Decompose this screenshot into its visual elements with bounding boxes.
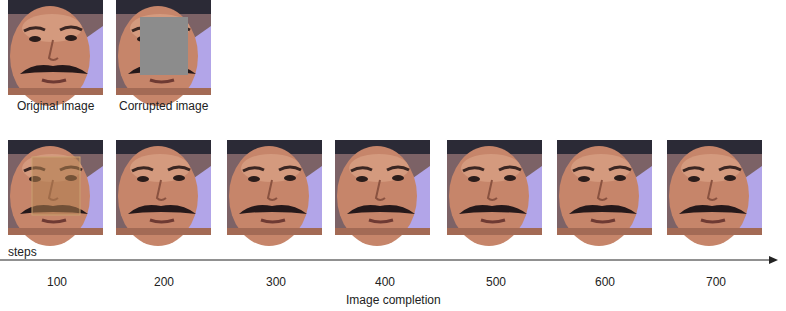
axis-caption: Image completion <box>346 293 441 307</box>
image-panel: Corrupted image <box>116 0 212 114</box>
step-number: 500 <box>486 275 506 289</box>
image-caption: Original image <box>17 99 94 113</box>
step-number: 600 <box>595 275 615 289</box>
step-number: 200 <box>154 275 174 289</box>
step-number: 400 <box>375 275 395 289</box>
image-panel: Original image <box>8 0 103 114</box>
step-number: 700 <box>706 275 726 289</box>
axis-label: steps <box>8 245 37 259</box>
image-caption: Corrupted image <box>119 99 208 113</box>
step-number: 300 <box>266 275 286 289</box>
step-number: 100 <box>47 275 67 289</box>
